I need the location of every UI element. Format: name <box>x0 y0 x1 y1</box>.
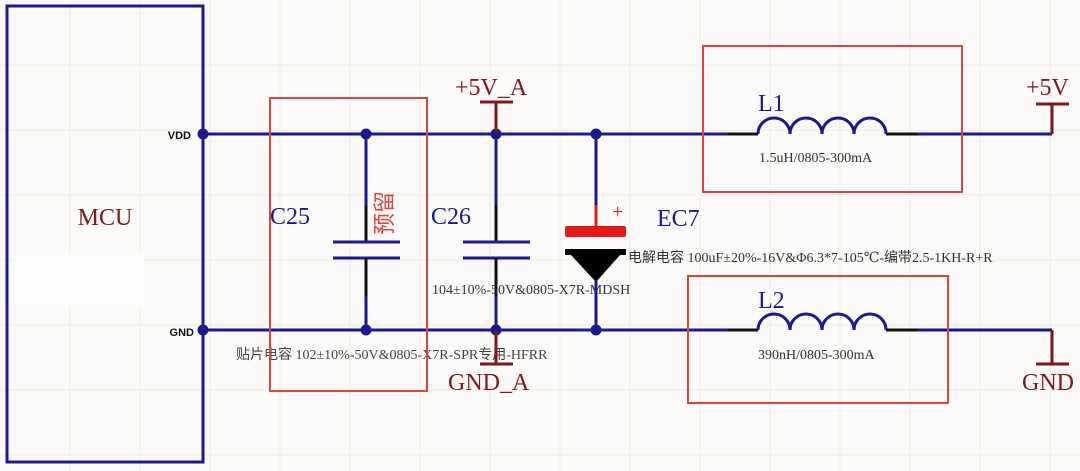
ground-symbol-gnd-a <box>480 330 513 366</box>
ec7-value: 电解电容 100uF±20%-16V&Φ6.3*7-105℃-编带2.5-1KH… <box>628 249 993 266</box>
capacitor-c25[interactable] <box>333 134 400 330</box>
junction-gnd-mcu <box>197 324 209 336</box>
mcu-smudge <box>14 255 144 305</box>
c25-value: 贴片电容 102±10%-50V&0805-X7R-SPR专用-HFRR <box>236 346 548 363</box>
inductor-l1[interactable] <box>728 116 918 136</box>
l2-value: 390nH/0805-300mA <box>758 348 876 363</box>
l1-designator: L1 <box>758 91 785 117</box>
c26-designator: C26 <box>431 204 471 230</box>
net-label-gnd: GND <box>1022 370 1074 396</box>
junction-vdd-mcu <box>197 128 209 140</box>
ground-symbol-gnd <box>1036 330 1069 366</box>
mcu-label: MCU <box>78 205 133 231</box>
net-label-5v-a: +5V_A <box>455 75 528 101</box>
c25-note: 预留 <box>372 191 397 235</box>
inductor-l2[interactable] <box>728 312 918 332</box>
highlight-box-l1 <box>702 45 963 193</box>
power-symbol-5v-a <box>480 100 513 134</box>
power-symbol-5v <box>1036 102 1069 134</box>
c25-designator: C25 <box>270 204 310 230</box>
l1-value: 1.5uH/0805-300mA <box>759 151 873 166</box>
net-label-5v: +5V <box>1026 75 1070 101</box>
mcu-pin-gnd: GND <box>170 327 195 339</box>
mcu-block[interactable] <box>5 4 205 464</box>
ec7-polarity: + <box>612 201 623 223</box>
highlight-box-c25 <box>269 97 428 392</box>
net-label-gnd-a: GND_A <box>448 370 530 396</box>
capacitor-c26[interactable] <box>463 134 530 330</box>
highlight-box-l2 <box>687 275 949 404</box>
electrolytic-capacitor-ec7[interactable] <box>565 134 626 330</box>
mcu-pin-vdd: VDD <box>168 130 191 142</box>
l2-designator: L2 <box>758 288 785 314</box>
c26-value: 104±10%-50V&0805-X7R-MDSH <box>432 283 630 298</box>
ec7-designator: EC7 <box>657 206 700 232</box>
